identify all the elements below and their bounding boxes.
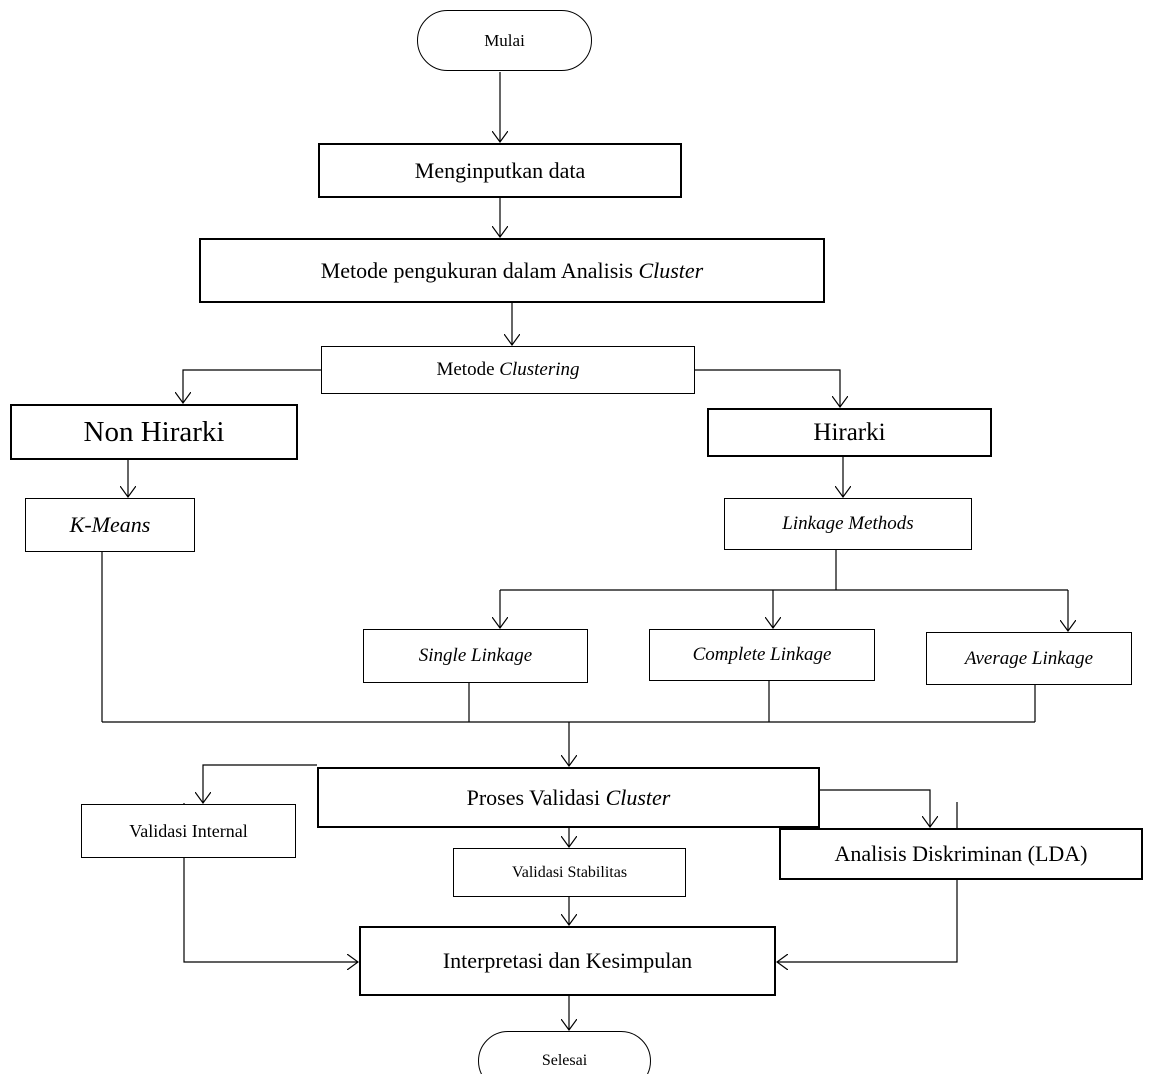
- arrow-clustering-to-hierarchical: [695, 369, 840, 407]
- start-terminal: Mulai: [417, 10, 592, 71]
- validation-process-box: Proses Validasi Cluster: [317, 767, 820, 828]
- kmeans-label: K-Means: [69, 512, 151, 537]
- interpretation-box: Interpretasi dan Kesimpulan: [359, 926, 776, 996]
- measurement-method-box: Metode pengukuran dalam Analisis Cluster: [199, 238, 825, 303]
- validation-process-label: Proses Validasi Cluster: [466, 784, 671, 810]
- input-data-label: Menginputkan data: [414, 157, 586, 183]
- stability-validation-label: Validasi Stabilitas: [511, 863, 628, 881]
- linkage-methods-box: Linkage Methods: [724, 498, 972, 550]
- lda-label: Analisis Diskriminan (LDA): [834, 841, 1088, 866]
- start-label: Mulai: [484, 30, 525, 50]
- clustering-method-box: Metode Clustering: [321, 346, 695, 394]
- end-terminal: Selesai: [478, 1031, 651, 1074]
- kmeans-box: K-Means: [25, 498, 195, 552]
- arrow-clustering-to-nonhierarchical: [183, 369, 321, 403]
- clustering-method-label: Metode Clustering: [436, 359, 580, 380]
- hierarchical-label: Hirarki: [813, 418, 886, 446]
- arrow-validation-to-lda: [820, 789, 930, 827]
- average-linkage-box: Average Linkage: [926, 632, 1132, 685]
- linkage-methods-label: Linkage Methods: [782, 513, 914, 534]
- end-label: Selesai: [541, 1052, 588, 1069]
- lda-box: Analisis Diskriminan (LDA): [779, 828, 1143, 880]
- complete-linkage-box: Complete Linkage: [649, 629, 875, 681]
- input-data-box: Menginputkan data: [318, 143, 682, 198]
- hierarchical-box: Hirarki: [707, 408, 992, 457]
- stability-validation-box: Validasi Stabilitas: [453, 848, 686, 897]
- single-linkage-box: Single Linkage: [363, 629, 588, 683]
- measurement-method-label: Metode pengukuran dalam Analisis Cluster: [320, 257, 704, 283]
- complete-linkage-label: Complete Linkage: [692, 644, 832, 665]
- single-linkage-label: Single Linkage: [418, 645, 533, 666]
- non-hierarchical-label: Non Hirarki: [83, 415, 225, 448]
- internal-validation-box: Validasi Internal: [81, 804, 296, 858]
- arrow-validation-to-internal: [203, 764, 317, 803]
- internal-validation-label: Validasi Internal: [129, 820, 248, 841]
- non-hierarchical-box: Non Hirarki: [10, 404, 298, 460]
- average-linkage-label: Average Linkage: [964, 647, 1094, 669]
- interpretation-label: Interpretasi dan Kesimpulan: [442, 948, 693, 973]
